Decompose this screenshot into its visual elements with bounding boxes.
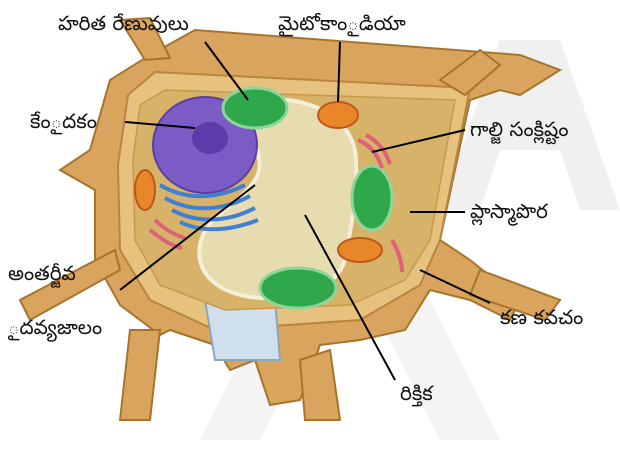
label-plasma-membrane: ప్లాస్మాపొర	[470, 200, 548, 222]
label-er-line2: ౖదవ్యజాలం	[8, 316, 102, 338]
label-cell-wall: కణ కవచం	[500, 306, 583, 328]
label-vacuole: రిక్తిక	[400, 382, 433, 404]
label-golgi: గాల్జి సంక్లిష్టం	[470, 118, 568, 140]
label-mitochondria: మైటోకాంౖడియా	[278, 12, 406, 34]
label-er-line1: అంతర్జీవ	[8, 262, 76, 284]
label-nucleus: కేంౖదకం	[30, 110, 97, 132]
label-chloroplast: హరిత రేణువులు	[58, 12, 189, 34]
